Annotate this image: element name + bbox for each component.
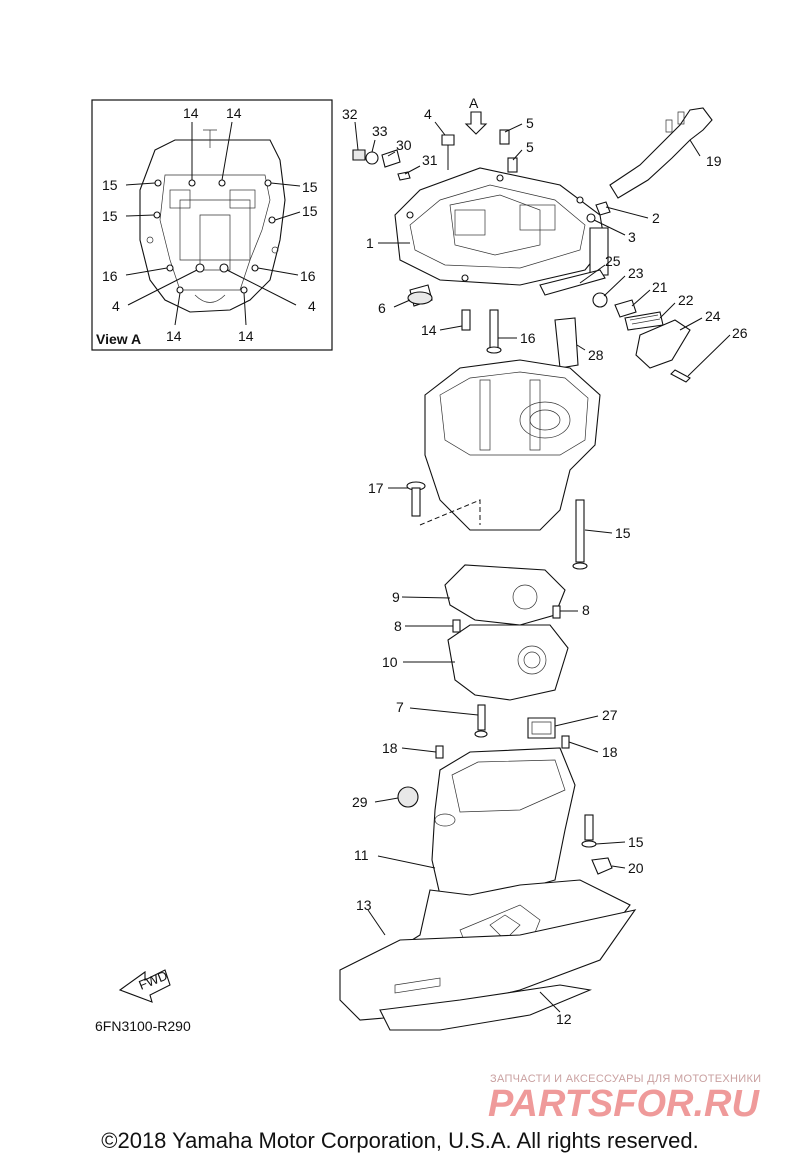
- watermark: ЗАПЧАСТИ И АКСЕССУАРЫ ДЛЯ МОТОТЕХНИКИ PA…: [488, 1073, 761, 1125]
- inset-view-a: 14 14 15 15 15 15 16 16 4 4 14 14 View A: [91, 99, 333, 351]
- gasket-and-plate: [435, 564, 570, 759]
- view-a-arrow: A: [464, 95, 488, 135]
- inset-callout-14d: 14: [238, 328, 254, 344]
- inset-callout-14a: 14: [183, 105, 199, 121]
- callouts: 32 33 4 30 31 5 5 19 2 3 1 25 23 21 22 2…: [342, 106, 748, 1027]
- inset-callout-4a: 4: [112, 298, 120, 314]
- callout-29: 29: [352, 794, 368, 810]
- view-arrow-label: A: [469, 95, 479, 111]
- lower-casing-part-11: [339, 747, 637, 1031]
- callout-28: 28: [588, 347, 604, 363]
- callout-18a: 18: [382, 740, 398, 756]
- watermark-logo: PARTSFOR.RU: [488, 1083, 760, 1125]
- callout-13: 13: [356, 897, 372, 913]
- callout-8b: 8: [582, 602, 590, 618]
- callout-12: 12: [556, 1011, 572, 1027]
- callout-18b: 18: [602, 744, 618, 760]
- copyright-notice: ©2018 Yamaha Motor Corporation, U.S.A. A…: [101, 1128, 699, 1153]
- inset-callout-16b: 16: [300, 268, 316, 284]
- callout-27: 27: [602, 707, 618, 723]
- callout-10: 10: [382, 654, 398, 670]
- callout-3: 3: [628, 229, 636, 245]
- callout-11: 11: [354, 847, 369, 863]
- callout-1: 1: [366, 235, 374, 251]
- callout-4: 4: [424, 106, 432, 122]
- callout-14: 14: [421, 322, 437, 338]
- inset-callout-15a: 15: [102, 177, 118, 193]
- diagram-code: 6FN3100-R290: [95, 1018, 191, 1034]
- callout-31: 31: [422, 152, 438, 168]
- view-a-label: View A: [96, 331, 141, 347]
- callout-5b: 5: [526, 139, 534, 155]
- callout-7: 7: [396, 699, 404, 715]
- fwd-arrow: FWD: [118, 968, 171, 1003]
- callout-21: 21: [652, 279, 668, 295]
- callout-16: 16: [520, 330, 536, 346]
- inset-callout-14b: 14: [226, 105, 242, 121]
- callout-2: 2: [652, 210, 660, 226]
- small-parts-top: [352, 107, 713, 307]
- callout-22: 22: [678, 292, 694, 308]
- callout-20: 20: [628, 860, 644, 876]
- drive-shaft-housing: [406, 359, 601, 570]
- inset-callout-4b: 4: [308, 298, 316, 314]
- inset-callout-14c: 14: [166, 328, 182, 344]
- inset-callout-15b: 15: [302, 179, 318, 195]
- callout-6: 6: [378, 300, 386, 316]
- callout-25: 25: [605, 253, 621, 269]
- callout-19: 19: [706, 153, 722, 169]
- callout-15: 15: [615, 525, 631, 541]
- callout-30: 30: [396, 137, 412, 153]
- callout-33: 33: [372, 123, 388, 139]
- callout-23: 23: [628, 265, 644, 281]
- inset-callout-15c: 15: [102, 208, 118, 224]
- callout-8a: 8: [394, 618, 402, 634]
- callout-9: 9: [392, 589, 400, 605]
- callout-15b: 15: [628, 834, 644, 850]
- callout-26: 26: [732, 325, 748, 341]
- linkage-parts: [407, 269, 691, 383]
- watermark-tagline: ЗАПЧАСТИ И АКСЕССУАРЫ ДЛЯ МОТОТЕХНИКИ: [490, 1073, 761, 1085]
- callout-5a: 5: [526, 115, 534, 131]
- upper-casing-part-1: [394, 167, 609, 286]
- callout-17: 17: [368, 480, 384, 496]
- callout-24: 24: [705, 308, 721, 324]
- callout-32: 32: [342, 106, 358, 122]
- inset-callout-16a: 16: [102, 268, 118, 284]
- inset-callout-15d: 15: [302, 203, 318, 219]
